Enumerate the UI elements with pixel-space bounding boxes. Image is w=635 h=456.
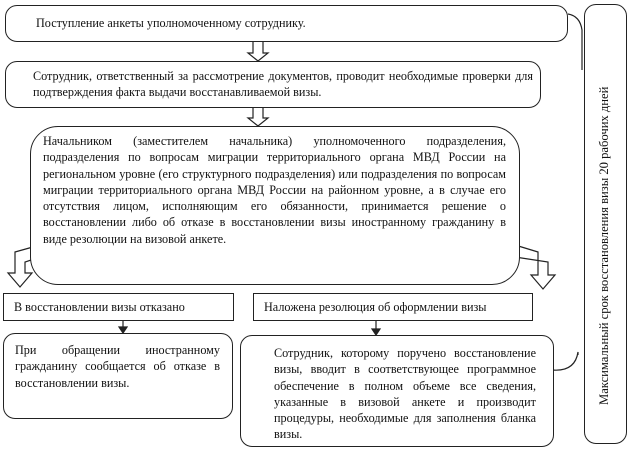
step-decision-box: Начальником (заместителем начальника) уп… xyxy=(30,126,520,285)
approved-body: Сотрудник, которому поручено восстановле… xyxy=(274,346,536,442)
bracket-bottom xyxy=(551,351,579,371)
arrow-to-approved xyxy=(514,244,557,290)
arrow-approved-small xyxy=(370,328,382,337)
arrow-step2-to-step3 xyxy=(246,108,270,127)
approved-body-box: Сотрудник, которому поручено восстановле… xyxy=(240,335,554,447)
approved-title: Наложена резолюция об оформлении визы xyxy=(264,300,487,314)
step-check-box: Сотрудник, ответственный за рассмотрение… xyxy=(5,61,541,108)
approved-title-box: Наложена резолюция об оформлении визы xyxy=(253,293,533,321)
refused-title-box: В восстановлении визы отказано xyxy=(3,293,234,321)
step-receipt-box: Поступление анкеты уполномоченному сотру… xyxy=(5,5,568,42)
refused-body: При обращении иностранному гражданину со… xyxy=(15,343,220,390)
arrow-step1-to-step2 xyxy=(246,42,270,62)
step-decision-text: Начальником (заместителем начальника) уп… xyxy=(43,134,506,246)
bracket-top xyxy=(567,13,583,70)
max-term-label: Максимальный срок восстановления визы 20… xyxy=(597,86,611,405)
step-receipt-text: Поступление анкеты уполномоченному сотру… xyxy=(36,16,306,30)
arrow-to-refused xyxy=(6,244,41,288)
max-term-box: Максимальный срок восстановления визы 20… xyxy=(584,4,627,444)
refused-title: В восстановлении визы отказано xyxy=(14,300,185,314)
refused-body-box: При обращении иностранному гражданину со… xyxy=(3,333,233,419)
arrow-refused-small xyxy=(117,326,129,335)
step-check-text: Сотрудник, ответственный за рассмотрение… xyxy=(33,69,533,100)
